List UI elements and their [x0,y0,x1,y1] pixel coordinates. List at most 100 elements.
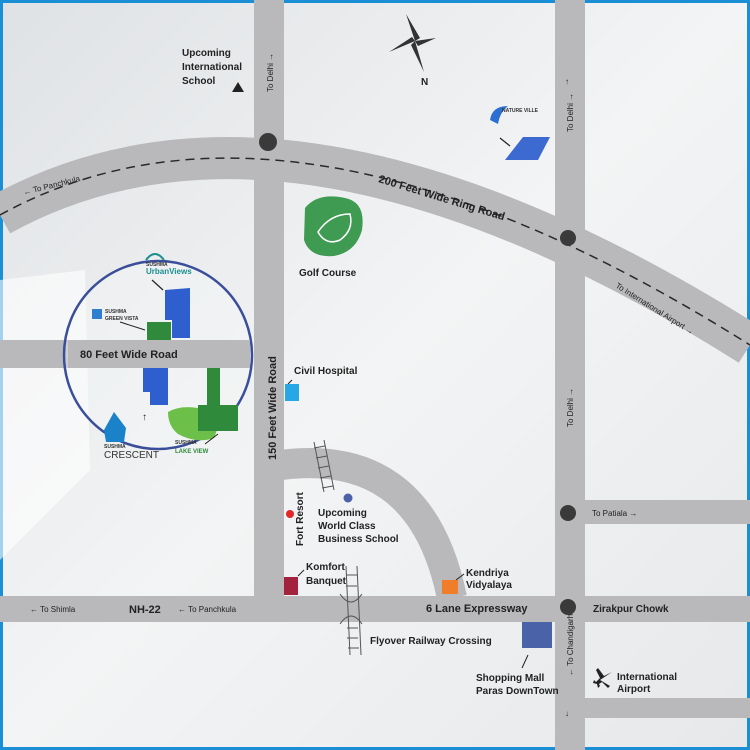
urban-views-brand: SUSHMA [146,262,168,268]
zirakpur-chowk-label: Zirakpur Chowk [593,604,669,615]
road-delhi-right [555,0,585,750]
mall-label-2: Paras DownTown [476,686,559,697]
urban-views-plot [165,288,190,338]
lake-view-pointer [204,433,219,445]
golf-course-area [304,196,363,257]
business-school-marker: Upcoming World Class Business School [318,493,399,545]
flyover-label: Flyover Railway Crossing [370,636,492,647]
crescent-name: CRESCENT [104,450,159,461]
kendriya-label-1: Kendriya [466,568,509,579]
kendriya-label-2: Vidyalaya [466,580,512,591]
komfort-banquet-marker: Komfort Banquet [284,562,347,595]
airport-label-1: International [617,672,677,683]
lake-view-name: LAKE VIEW [175,449,209,455]
kendriya-icon [442,580,458,594]
direction-panchkula-bottom: ← To Panchkula [178,605,237,614]
green-vista-logo: SUSHMA GREEN VISTA [92,309,146,331]
school-label-3: School [182,76,216,87]
crescent-logo: SUSHMA CRESCENT ↑ [104,412,159,461]
ring-road-divider [0,157,750,346]
kendriya-vidyalaya-marker: Kendriya Vidyalaya [442,568,512,594]
business-school-dot [343,493,353,503]
airport-marker: International Airport [593,668,677,695]
project-cluster: 80 Feet Wide Road SUSHMA UrbanViews SUSH… [62,253,254,461]
civil-hospital-marker: Civil Hospital [285,366,358,401]
school-label-1: Upcoming [182,48,231,59]
business-school-label-3: Business School [318,534,399,545]
green-vista-plot [147,322,171,340]
direction-delhi-top: To Delhi → [266,53,275,92]
direction-delhi-right-top: To Delhi → [566,93,575,132]
nh-label: NH-22 [129,604,161,616]
junction-zirakpur-chowk [560,599,576,615]
hospital-label: Civil Hospital [294,366,358,377]
golf-course-label: Golf Course [299,268,357,279]
direction-patiala: To Patiala → [592,509,637,518]
mall-label-1: Shopping Mall [476,673,545,684]
nature-ville-logo-icon [490,106,508,124]
golf-course-marker: Golf Course [299,196,363,279]
airport-label-2: Airport [617,684,651,695]
arrow-down-bottom: ↓ [565,709,569,718]
triangle-icon [232,82,244,92]
crescent-brand: SUSHMA [104,444,126,450]
urban-views-name: UrbanViews [146,267,192,276]
road-150-feet [254,0,284,600]
junction-ring-delhi [560,230,576,246]
green-vista-pointer [119,321,146,331]
road-80-inside-circle [68,340,250,368]
curved-link-road [265,448,467,602]
green-vista-logo-icon [92,309,102,319]
railway-track-bottom [345,565,362,656]
railway-track-top [313,439,335,493]
crescent-logo-icon [104,412,126,442]
road-expressway [0,596,750,622]
hospital-icon [285,384,299,401]
direction-chandigarh: ← To Chandigarh [566,614,575,676]
komfort-label-1: Komfort [306,562,346,573]
nature-ville-project: NATURE VILLE [490,106,550,160]
fort-resort-marker: Fort Resort [286,491,306,546]
green-strip-plot [207,368,220,410]
flyover-crossing-icon [339,593,363,625]
fort-resort-dot [286,510,294,518]
shopping-mall-icon [522,622,552,648]
urban-views-logo: SUSHMA UrbanViews [145,253,192,291]
nature-ville-name: NATURE VILLE [502,108,539,114]
junction-patiala [560,505,576,521]
business-school-label-2: World Class [318,521,376,532]
shopping-mall-marker: Shopping Mall Paras DownTown [476,622,559,697]
nature-ville-pointer [499,137,511,147]
upcoming-school-marker: Upcoming International School [182,48,244,92]
direction-delhi-right-mid: To Delhi → [566,388,575,427]
fort-resort-label: Fort Resort [295,491,306,546]
road-150-label: 150 Feet Wide Road [267,356,279,460]
crescent-pointer-arrow: ↑ [142,412,147,423]
urban-views-logo-icon [145,253,165,261]
direction-shimla: ← To Shimla [30,605,76,614]
airplane-icon [593,668,612,688]
komfort-icon [284,577,298,595]
nature-ville-plot [505,137,550,160]
arrow-up-right: ↑ [565,77,569,86]
komfort-label-2: Banquet [306,576,347,587]
school-label-2: International [182,62,242,73]
compass-north-label: N [421,77,428,88]
road-bottom-right [585,698,750,718]
green-block-plot [198,405,238,431]
lake-view-brand: SUSHMA [175,440,197,446]
expressway-label: 6 Lane Expressway [426,603,528,615]
business-school-label-1: Upcoming [318,508,367,519]
green-vista-name: GREEN VISTA [105,316,139,322]
crescent-plot [143,368,168,405]
junction-ring-150 [259,133,277,151]
golf-course-track [317,213,352,243]
compass-icon: N [389,14,436,88]
lake-view-logo: SUSHMA LAKE VIEW [175,433,219,455]
green-vista-brand: SUSHMA [105,309,127,315]
road-patiala [585,500,750,524]
road-80-label-inner: 80 Feet Wide Road [80,349,178,361]
